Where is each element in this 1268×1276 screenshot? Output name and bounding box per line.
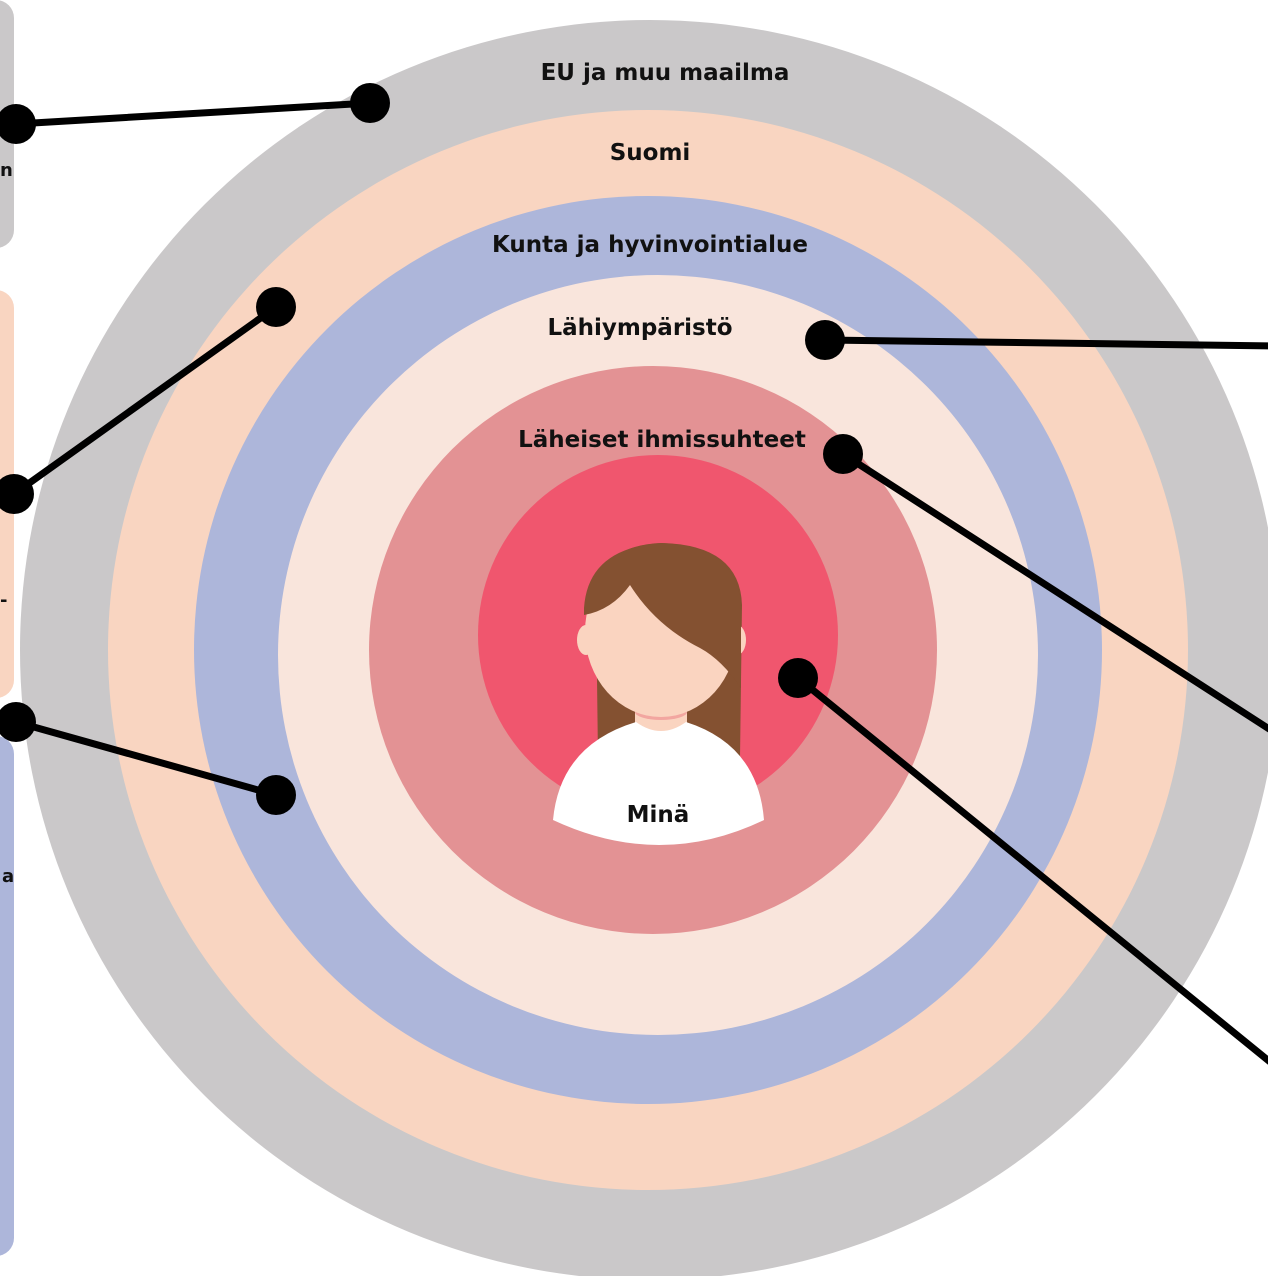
connector-neighbourhood (821, 336, 1268, 350)
dot-relationships-ring (823, 434, 863, 474)
connector-relationships (839, 450, 1268, 733)
dot-neighbourhood-ring (805, 320, 845, 360)
side-panel-municipality: a (0, 736, 14, 1256)
hair-front (584, 543, 741, 688)
dot-finland-ring (256, 287, 296, 327)
side-panel-world-text: n (0, 160, 13, 181)
person-icon: Minä (553, 543, 764, 845)
dot-world-panel (0, 104, 36, 144)
connectors (10, 99, 1268, 1065)
dot-self-ring (778, 658, 818, 698)
connector-finland (10, 303, 280, 498)
side-panel-finland-text: - (0, 590, 8, 611)
connector-dots (0, 83, 863, 815)
side-panel-municipality-text: a (2, 866, 15, 887)
connector-municipality (12, 718, 280, 799)
dot-municipality-panel (0, 702, 36, 742)
label-finland: Suomi (610, 140, 691, 166)
connector-self (794, 674, 1268, 1065)
label-self: Minä (627, 802, 690, 828)
label-municipality: Kunta ja hyvinvointialue (492, 232, 808, 258)
dot-world-ring (350, 83, 390, 123)
label-neighbourhood: Lähiympäristö (547, 315, 732, 341)
label-world: EU ja muu maailma (541, 60, 790, 86)
dot-finland-panel (0, 474, 34, 514)
dot-municipality-ring (256, 775, 296, 815)
connector-world (12, 99, 374, 128)
shirt (553, 722, 764, 845)
label-relationships: Läheiset ihmissuhteet (518, 427, 806, 453)
